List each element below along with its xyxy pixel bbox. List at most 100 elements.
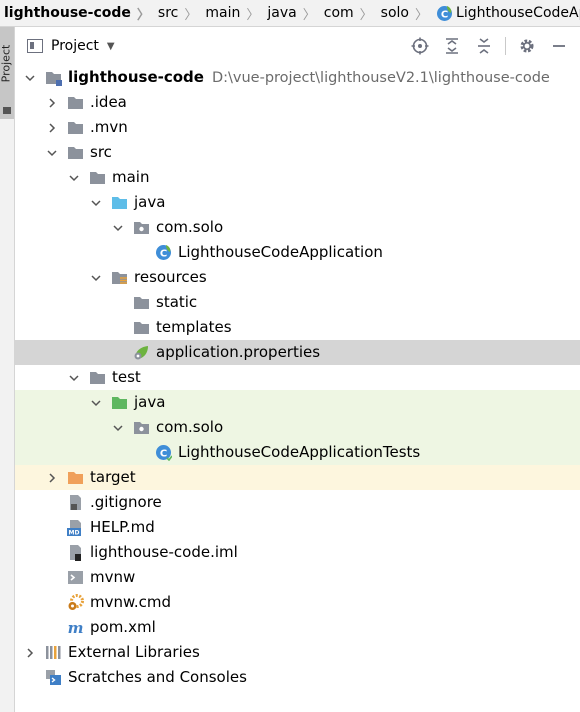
tree-row-label: resources	[134, 268, 207, 287]
tree-row-text: java	[134, 193, 166, 211]
tree-row-mvnw-cmd[interactable]: mvnw.cmd	[15, 590, 580, 615]
svg-text:C: C	[441, 10, 448, 21]
tree-row-label: .mvn	[90, 118, 128, 137]
cmd-file-icon	[67, 594, 84, 611]
chevron-down-icon[interactable]	[89, 265, 103, 290]
tree-row-external-libraries[interactable]: External Libraries	[15, 640, 580, 665]
tree-row-text: lighthouse-code.iml	[90, 543, 238, 561]
folder-icon	[67, 94, 84, 111]
breadcrumb: lighthouse-code〉src〉main〉java〉com〉solo〉C…	[0, 0, 580, 27]
tree-row-templates[interactable]: templates	[15, 315, 580, 340]
tree-row-resources[interactable]: resources	[15, 265, 580, 290]
tree-row-label: lighthouse-code.iml	[90, 543, 238, 562]
tree-row-text: mvnw.cmd	[90, 593, 172, 611]
tree-row-pom-xml[interactable]: m pom.xml	[15, 615, 580, 640]
tree-row-text: com.solo	[156, 218, 224, 236]
chevron-down-icon[interactable]	[89, 390, 103, 415]
breadcrumb-item[interactable]: src〉	[154, 4, 201, 23]
breadcrumb-item[interactable]: com 〉	[320, 4, 377, 23]
tree-row-mvnw[interactable]: mvnw	[15, 565, 580, 590]
chevron-right-icon[interactable]	[45, 465, 59, 490]
expand-all-icon[interactable]	[441, 35, 463, 57]
tree-row-java[interactable]: java	[15, 190, 580, 215]
tree-row-static[interactable]: static	[15, 290, 580, 315]
tree-row-text: static	[156, 293, 198, 311]
project-view-selector[interactable]: Project	[51, 38, 99, 54]
chevron-right-icon[interactable]	[23, 640, 37, 665]
chevron-right-icon[interactable]	[45, 115, 59, 140]
chevron-down-icon[interactable]	[67, 365, 81, 390]
collapse-all-icon[interactable]	[473, 35, 495, 57]
chevron-down-icon[interactable]	[23, 65, 37, 90]
tree-row-lighthouse-code-iml[interactable]: lighthouse-code.iml	[15, 540, 580, 565]
tree-row-text: test	[112, 368, 141, 386]
breadcrumb-label: solo	[380, 5, 409, 21]
gear-icon[interactable]	[516, 35, 538, 57]
locate-icon[interactable]	[409, 35, 431, 57]
tree-row-text: java	[134, 393, 166, 411]
tree-row-gitignore[interactable]: .gitignore	[15, 490, 580, 515]
tree-row-label: templates	[156, 318, 232, 337]
maven-file-icon: m	[67, 619, 84, 637]
tree-row-src[interactable]: src	[15, 140, 580, 165]
tree-row-label: mvnw.cmd	[90, 593, 171, 612]
tree-row-text: pom.xml	[90, 618, 156, 636]
tree-row-test[interactable]: test	[15, 365, 580, 390]
breadcrumb-label: main	[205, 5, 241, 21]
minimize-icon[interactable]	[548, 35, 570, 57]
chevron-right-icon: 〉	[359, 7, 373, 23]
project-tool-tab[interactable]: Project	[0, 27, 14, 119]
tree-row-label: LighthouseCodeApplication	[178, 243, 383, 262]
tree-row-label: src	[90, 143, 112, 162]
breadcrumb-item[interactable]: solo〉	[377, 4, 432, 23]
tree-row-text: HELP.md	[90, 518, 155, 536]
tree-row-mvn[interactable]: .mvn	[15, 115, 580, 140]
tree-row-text: mvnw	[90, 568, 136, 586]
tree-row-scratches-and-consoles[interactable]: Scratches and Consoles	[15, 665, 580, 690]
tree-row-label: Scratches and Consoles	[68, 668, 247, 687]
tree-row-main[interactable]: main	[15, 165, 580, 190]
chevron-down-icon[interactable]	[111, 415, 125, 440]
chevron-down-icon[interactable]	[89, 190, 103, 215]
breadcrumb-label: lighthouse-code	[4, 5, 131, 21]
tree-row-text: resources	[134, 268, 207, 286]
tree-row-label: .idea	[90, 93, 127, 112]
test-folder-icon	[111, 394, 128, 411]
breadcrumb-item[interactable]: lighthouse-code〉	[0, 4, 154, 23]
svg-text:C: C	[160, 449, 167, 460]
tree-row-label: application.properties	[156, 343, 320, 362]
folder-icon	[133, 294, 150, 311]
tree-row-text: application.properties	[156, 343, 321, 361]
tree-row-label: com.solo	[156, 418, 223, 437]
breadcrumb-label: com	[323, 5, 354, 21]
chevron-down-icon[interactable]	[67, 165, 81, 190]
project-tool-tab-label: Project	[0, 44, 13, 83]
tree-row-application-properties[interactable]: application.properties	[15, 340, 580, 365]
tree-row-target[interactable]: target	[15, 465, 580, 490]
chevron-right-icon: 〉	[184, 7, 198, 23]
chevron-down-icon[interactable]: ▼	[106, 40, 115, 52]
chevron-down-icon[interactable]	[45, 140, 59, 165]
tree-row-text: .mvn	[90, 118, 128, 136]
svg-text:C: C	[160, 249, 167, 260]
breadcrumb-item[interactable]: main〉	[201, 4, 263, 23]
module-folder-icon	[45, 69, 62, 86]
tree-row-idea[interactable]: .idea	[15, 90, 580, 115]
tree-row-com-solo[interactable]: com.solo	[15, 215, 580, 240]
breadcrumb-item[interactable]: java〉	[263, 4, 319, 23]
tree-row-label: com.solo	[156, 218, 223, 237]
text-file-icon	[67, 494, 84, 511]
tree-row-java[interactable]: java	[15, 390, 580, 415]
tree-row-lighthousecodeapplication[interactable]: C LighthouseCodeApplication	[15, 240, 580, 265]
tree-row-com-solo[interactable]: com.solo	[15, 415, 580, 440]
chevron-right-icon[interactable]	[45, 90, 59, 115]
scratches-icon	[45, 669, 62, 686]
chevron-down-icon[interactable]	[111, 215, 125, 240]
iml-file-icon	[67, 544, 84, 561]
breadcrumb-label: java	[267, 5, 297, 21]
